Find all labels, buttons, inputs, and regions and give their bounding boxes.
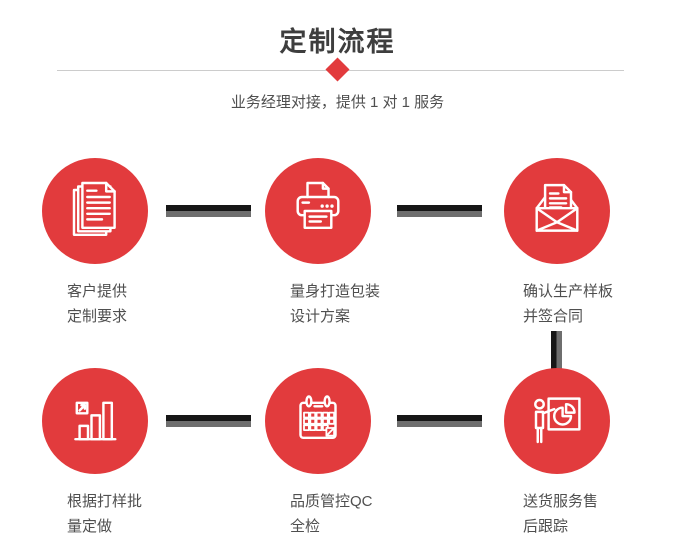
diamond-icon [325,57,350,82]
step-label-2-line1: 量身打造包装 [290,283,381,300]
step-label-1: 客户提供 定制要求 [67,279,127,329]
step-circle-3 [504,158,610,264]
step-label-5: 品质管控QC 全检 [290,489,373,539]
documents-icon [72,181,116,237]
step-label-1-line1: 客户提供 [67,283,128,300]
step-label-2-line2: 设计方案 [290,308,351,325]
step-label-5-line2: 全检 [290,518,321,535]
connector-step2-step3 [397,205,482,217]
step-label-3-line2: 并签合同 [523,308,584,325]
step-label-4: 根据打样批 量定做 [67,489,142,539]
calendar-icon [299,395,337,440]
step-label-4-line1: 根据打样批 [67,493,143,510]
connector-step1-step2 [166,205,251,217]
page-title: 定制流程 [279,27,396,57]
printer-icon [296,181,340,230]
step-circle-1 [42,158,148,264]
step-circle-4 [42,368,148,474]
connector-step5-step6 [397,415,482,427]
step-label-5-line1: 品质管控QC [290,493,373,510]
step-label-6-line2: 后跟踪 [523,518,569,535]
presentation-icon [534,397,581,444]
step-label-1-line2: 定制要求 [67,308,128,325]
bar-chart-icon [74,401,117,441]
envelope-icon [535,183,579,232]
step-label-6-line1: 送货服务售 [523,493,599,510]
page-subtitle: 业务经理对接，提供 1 对 1 服务 [230,94,445,111]
step-circle-5 [265,368,371,474]
step-circle-2 [265,158,371,264]
step-label-3: 确认生产样板 并签合同 [523,279,613,329]
step-circle-6 [504,368,610,474]
step-label-3-line1: 确认生产样板 [523,283,614,300]
step-label-4-line2: 量定做 [67,518,113,535]
step-label-2: 量身打造包装 设计方案 [290,279,380,329]
connector-step4-step5 [166,415,251,427]
connector-step3-step6 [551,331,562,369]
step-label-6: 送货服务售 后跟踪 [523,489,598,539]
